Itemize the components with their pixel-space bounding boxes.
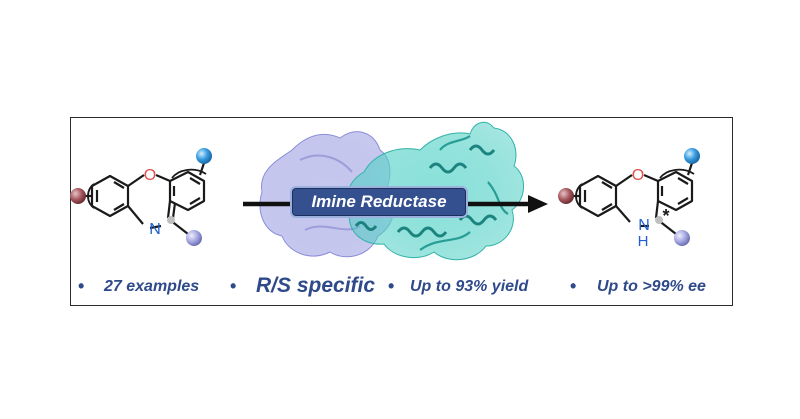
atom-nitrogen-left: N xyxy=(149,221,161,238)
substituent-blue-right xyxy=(684,148,700,164)
bullet-dot: • xyxy=(388,276,395,296)
substrate-substituents xyxy=(70,148,212,246)
atom-hydrogen-right: H xyxy=(638,233,649,250)
substituent-purple-right xyxy=(674,230,690,246)
atom-oxygen-left: O xyxy=(144,167,156,184)
substituent-blue-left xyxy=(196,148,212,164)
product-molecule xyxy=(575,168,695,235)
bullet-dot: • xyxy=(570,276,577,296)
substituent-purple-left xyxy=(186,230,202,246)
bullet-dot: • xyxy=(230,276,237,296)
enzyme-label: Imine Reductase xyxy=(311,192,447,211)
enzyme-label-box: Imine Reductase xyxy=(290,186,468,218)
substituent-red-right xyxy=(558,188,574,204)
highlights-row: • 27 examples • R/S specific • Up to 93%… xyxy=(70,272,733,306)
stereocenter-mark: * xyxy=(662,206,669,226)
highlight-specificity: R/S specific xyxy=(256,274,376,297)
bullet-dot: • xyxy=(78,276,85,296)
product-substituents xyxy=(558,148,700,246)
highlight-ee: Up to >99% ee xyxy=(597,278,706,295)
atom-oxygen-right: O xyxy=(632,167,644,184)
highlight-examples: 27 examples xyxy=(104,278,200,295)
substituent-red-left xyxy=(70,188,86,204)
atom-nitrogen-right: N xyxy=(638,217,650,234)
highlight-yield: Up to 93% yield xyxy=(410,278,529,295)
